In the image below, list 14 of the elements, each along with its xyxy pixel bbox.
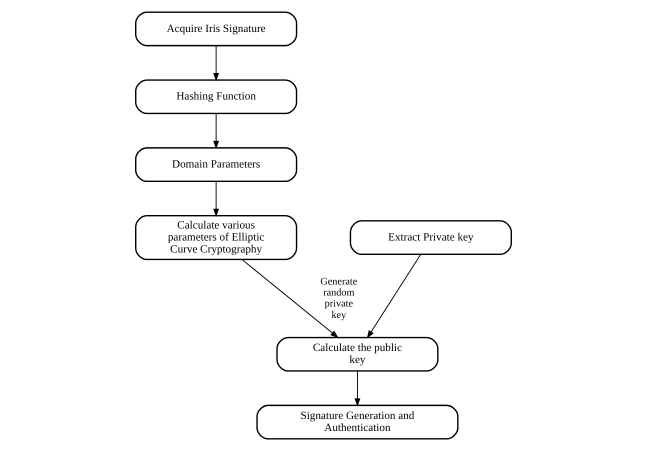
node-box: Extract Private key xyxy=(350,220,512,256)
edge-label: Generate random private key xyxy=(320,276,358,321)
node-box: Calculate the public key xyxy=(276,336,439,372)
arrow xyxy=(366,254,422,339)
arrow xyxy=(213,181,220,218)
node-box: Hashing Function xyxy=(135,79,298,114)
node-box: Acquire Iris Signature xyxy=(135,11,298,46)
arrow xyxy=(213,113,220,150)
arrow xyxy=(242,259,339,338)
node-box: Signature Generation and Authentication xyxy=(256,404,459,440)
node-box: Domain Parameters xyxy=(135,147,298,182)
arrow xyxy=(354,370,360,407)
arrow xyxy=(213,45,220,82)
node-box: Calculate various parameters of Elliptic Curve Cryptography xyxy=(135,215,298,260)
